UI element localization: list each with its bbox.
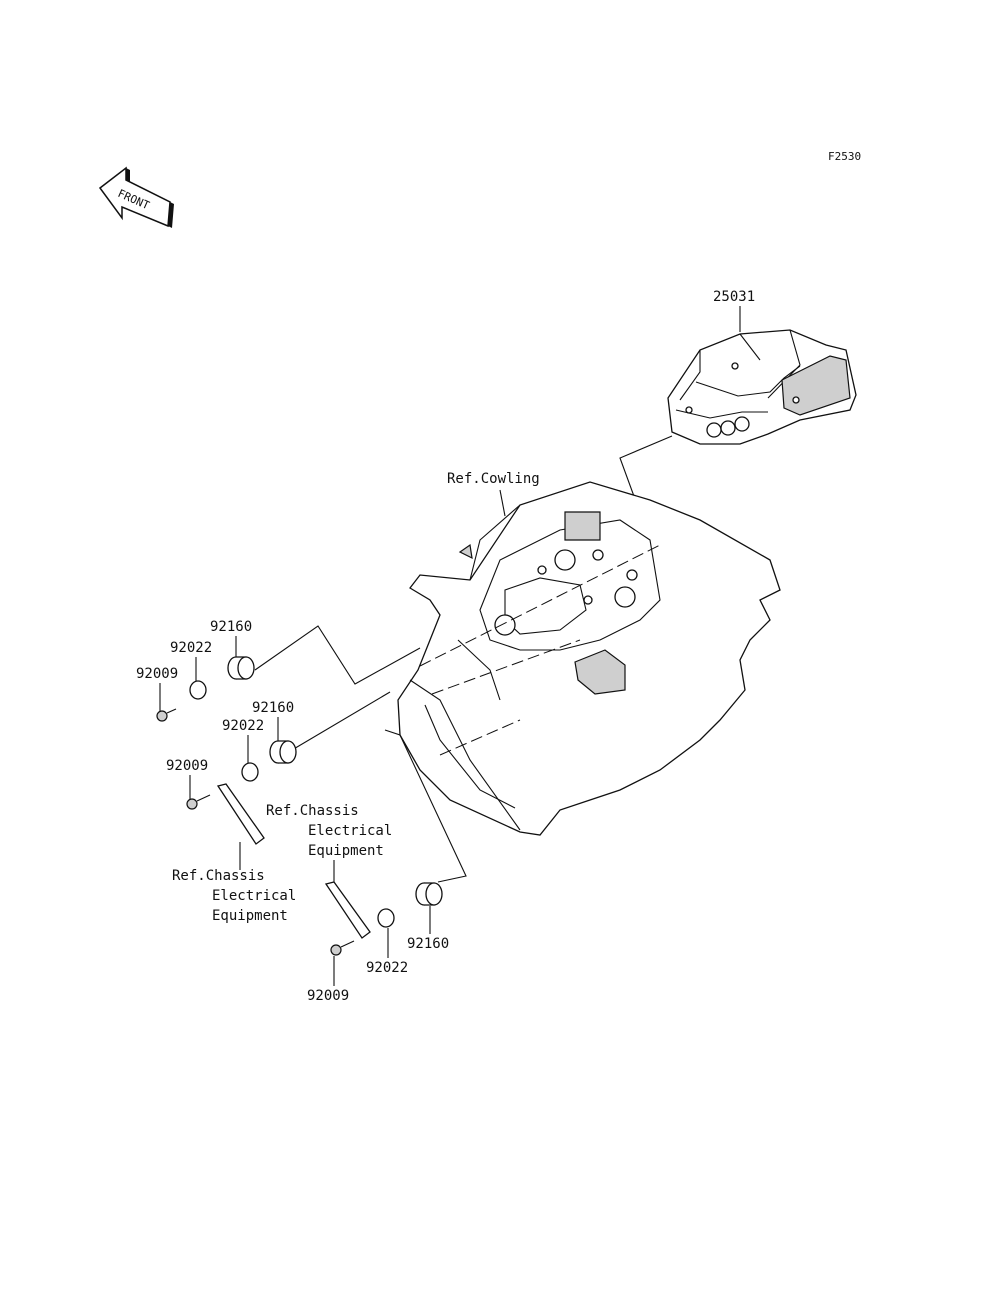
ref-chassis-right-line1: Ref.Chassis xyxy=(266,803,359,819)
screw-bottom-label: 92009 xyxy=(307,988,349,1004)
meter-assembly-label: 25031 xyxy=(713,289,755,305)
top-callout-line xyxy=(254,625,421,685)
screw-top-part xyxy=(156,708,177,722)
damper-top-label: 92160 xyxy=(210,619,252,635)
damper-middle-part xyxy=(269,740,297,764)
cowling-reference-label: Ref.Cowling xyxy=(447,471,540,487)
washer-top-part xyxy=(189,680,207,700)
chassis-bracket-right-part xyxy=(324,881,371,939)
screw-middle-label: 92009 xyxy=(166,758,208,774)
washer-bottom-label: 92022 xyxy=(366,960,408,976)
meter-assembly-part xyxy=(667,329,857,445)
washer-middle-label: 92022 xyxy=(222,718,264,734)
middle-callout-line xyxy=(291,691,391,751)
ref-chassis-left-line2: Electrical xyxy=(212,888,296,904)
front-arrow-icon: FRONT xyxy=(98,166,174,228)
damper-middle-label: 92160 xyxy=(252,700,294,716)
chassis-bracket-left-part xyxy=(216,783,265,845)
washer-bottom-part xyxy=(377,908,395,928)
bottom-callout-line xyxy=(384,729,467,883)
screw-middle-part xyxy=(186,794,211,810)
ref-chassis-right-line3: Equipment xyxy=(308,843,384,859)
screw-bottom-part xyxy=(330,940,355,956)
damper-bottom-part xyxy=(415,882,443,906)
damper-top-part xyxy=(227,656,255,680)
ref-chassis-left-line1: Ref.Chassis xyxy=(172,868,265,884)
washer-middle-part xyxy=(241,762,259,782)
cowling-reference-leader xyxy=(499,489,506,517)
washer-top-label: 92022 xyxy=(170,640,212,656)
figure-code: F2530 xyxy=(828,150,861,163)
damper-bottom-label: 92160 xyxy=(407,936,449,952)
ref-chassis-right-line2: Electrical xyxy=(308,823,392,839)
ref-chassis-left-line3: Equipment xyxy=(212,908,288,924)
screw-top-label: 92009 xyxy=(136,666,178,682)
cowling-reference-part xyxy=(397,481,781,836)
